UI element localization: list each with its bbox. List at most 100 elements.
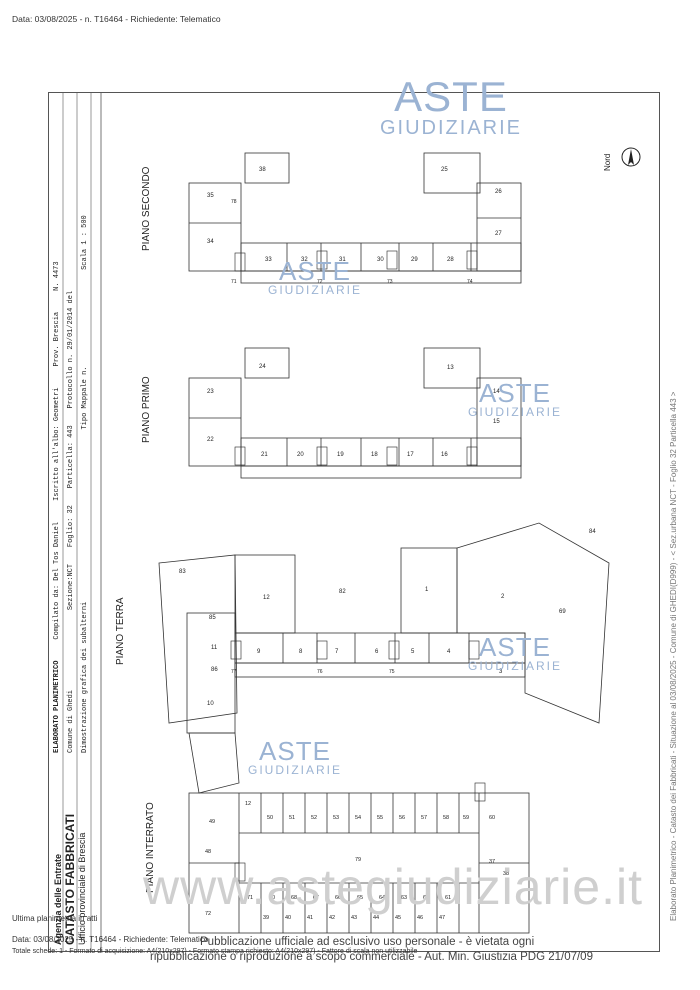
unit-70: 70 [269,895,275,901]
plan-piano-secondo [188,152,522,284]
unit-25: 25 [441,167,448,173]
unit-24: 24 [259,364,266,370]
unit-3: 3 [499,669,503,675]
unit-28: 28 [447,257,454,263]
unit-46: 46 [417,915,423,921]
stair-markers [230,250,486,882]
unit-79: 79 [355,857,361,863]
unit-50: 50 [267,815,273,821]
unit-86: 86 [211,667,218,673]
watermark-giudiziarie-5: GIUDIZIARIE [248,763,343,777]
unit-35: 35 [207,193,214,199]
unit-51: 51 [289,815,295,821]
stair-72: 72 [317,279,323,285]
unit-26: 26 [495,189,502,195]
unit-82: 82 [339,589,346,595]
unit-39: 39 [263,915,269,921]
watermark-giudiziarie-4: GIUDIZIARIE [468,659,563,673]
unit-62: 62 [423,895,429,901]
plan-drawing: 38 35 34 33 32 31 30 29 28 27 26 25 [62,93,641,951]
watermark-aste-4: ASTE [479,632,551,662]
north-arrow-icon [621,147,641,167]
unit-12-interrato: 12 [245,801,251,807]
watermark-logo-1: ASTE GIUDIZIARIE [380,76,523,139]
unit-6: 6 [375,649,379,655]
floor-label-primo: PIANO PRIMO [141,376,152,443]
unit-53: 53 [333,815,339,821]
legal-line-2: ripubblicazione o riproduzione a scopo c… [150,951,593,963]
unit-69: 69 [559,609,566,615]
unit-72-int: 72 [205,911,211,917]
unit-16: 16 [441,452,448,458]
watermark-aste-2: ASTE [279,256,351,286]
unit-54: 54 [355,815,361,821]
unit-2: 2 [501,594,505,600]
unit-31: 31 [339,257,346,263]
unit-29: 29 [411,257,418,263]
legal-line-1: Pubblicazione ufficiale ad esclusivo uso… [200,936,535,948]
watermark-logo-2: ASTE GIUDIZIARIE [268,258,362,296]
unit-4: 4 [447,649,451,655]
drawing-sheet: ELABORATO PLANIMETRICO Compilato da: Del… [48,92,678,952]
unit-13: 13 [447,365,454,371]
watermark-giudiziarie-3: GIUDIZIARIE [468,405,563,419]
unit-55: 55 [377,815,383,821]
unit-10: 10 [207,701,214,707]
unit-1: 1 [425,587,429,593]
unit-63: 63 [401,895,407,901]
unit-17: 17 [407,452,414,458]
unit-12-terra: 12 [263,595,270,601]
floor-label-secondo: PIANO SECONDO [141,166,152,251]
unit-22: 22 [207,437,214,443]
unit-8: 8 [299,649,303,655]
unit-68: 68 [291,895,297,901]
unit-27: 27 [495,231,502,237]
stair-74: 74 [467,279,473,285]
unit-61: 61 [445,895,451,901]
watermark-giudiziarie-1: GIUDIZIARIE [380,117,523,139]
stair-71: 71 [231,279,237,285]
watermark-giudiziarie-2: GIUDIZIARIE [268,283,363,297]
unit-43: 43 [351,915,357,921]
unit-18: 18 [371,452,378,458]
footer-ultima: Ultima planimetria in atti [12,914,98,923]
unit-52: 52 [311,815,317,821]
watermark-logo-3: ASTE GIUDIZIARIE [468,380,562,418]
unit-66: 66 [335,895,341,901]
unit-23: 23 [207,389,214,395]
watermark-aste-3: ASTE [479,378,551,408]
unit-85: 85 [209,615,216,621]
unit-49: 49 [209,819,215,825]
stair-77: 77 [231,669,237,675]
plan-piano-primo [188,347,522,479]
unit-38-int: 38 [503,871,509,877]
unit-83: 83 [179,569,186,575]
unit-34: 34 [207,239,214,245]
unit-9: 9 [257,649,261,655]
stair-73: 73 [387,279,393,285]
side-note: Elaborato Planimetrico - Catasto dei Fab… [669,391,678,921]
floor-label-terra: PIANO TERRA [115,597,126,665]
unit-21: 21 [261,452,268,458]
unit-7: 7 [335,649,339,655]
unit-47: 47 [439,915,445,921]
site-watermark: www.astegiudiziarie.it [143,859,643,915]
plan-piano-terra [158,522,610,794]
nord-label: Nord [603,153,612,171]
unit-48: 48 [205,849,211,855]
unit-65: 65 [357,895,363,901]
unit-71-int: 71 [247,895,253,901]
header-text: Data: 03/08/2025 - n. T16464 - Richieden… [12,14,221,24]
unit-11: 11 [211,645,218,651]
unit-19: 19 [337,452,344,458]
plan-piano-interrato [188,792,530,934]
unit-30: 30 [377,257,384,263]
unit-20: 20 [297,452,304,458]
unit-59: 59 [463,815,469,821]
stair-76: 76 [317,669,323,675]
stair-78: 78 [231,199,237,205]
unit-33: 33 [265,257,272,263]
unit-42: 42 [329,915,335,921]
unit-14: 14 [493,389,500,395]
watermark-logo-5: ASTE GIUDIZIARIE [248,738,342,776]
